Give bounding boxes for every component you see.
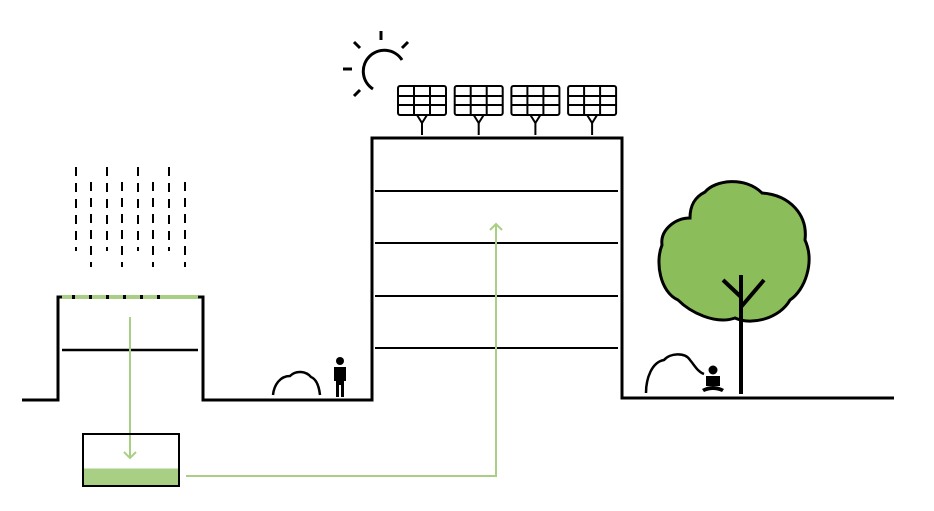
rainwater-tank bbox=[82, 433, 180, 487]
solar-panel-icon bbox=[510, 85, 561, 135]
ground-and-buildings-outline bbox=[22, 136, 894, 402]
standing-person-icon bbox=[334, 357, 346, 397]
tree-icon bbox=[657, 180, 811, 394]
sun-icon bbox=[343, 31, 410, 98]
solar-panel-icon bbox=[453, 85, 504, 135]
sitting-person-icon bbox=[702, 365, 724, 392]
rain-icon bbox=[75, 167, 186, 267]
bush-icon bbox=[271, 370, 322, 396]
bush-icon bbox=[644, 353, 705, 394]
solar-panel-icon bbox=[567, 85, 618, 135]
tank-water-level bbox=[84, 468, 178, 485]
solar-panel-icon bbox=[397, 85, 447, 135]
solar-panels bbox=[397, 85, 618, 135]
